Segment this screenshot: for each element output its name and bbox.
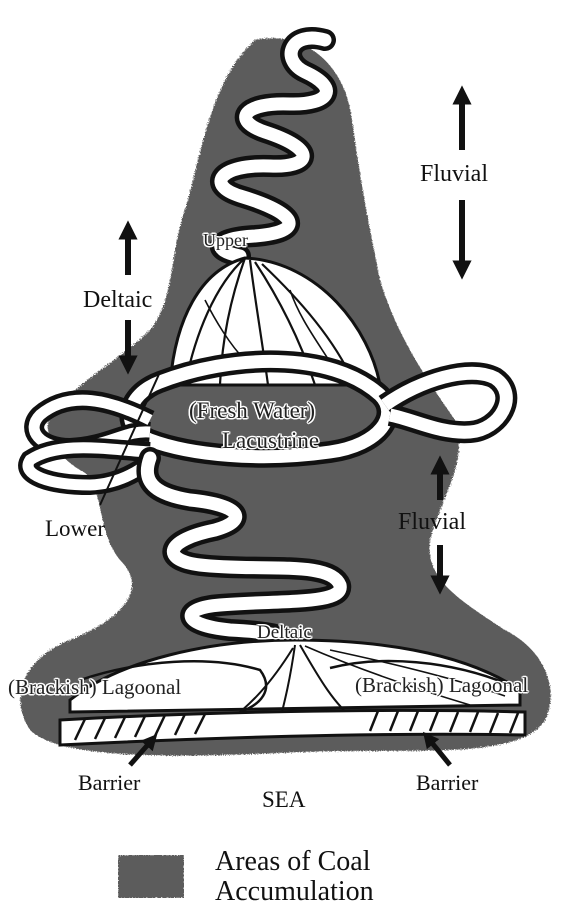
coal-legend-swatch <box>118 855 184 898</box>
deltaic-left-label: Deltaic <box>83 288 152 312</box>
sea-label: SEA <box>262 788 305 811</box>
brackish-right-label: (Brackish) Lagoonal <box>355 675 528 696</box>
fluvial-top-label: Fluvial <box>420 162 488 186</box>
legend-line-1: Areas of Coal <box>215 848 371 876</box>
lower-label: Lower <box>45 517 105 540</box>
lacustrine-label: Lacustrine <box>222 429 319 452</box>
brackish-left-label: (Brackish) Lagoonal <box>8 677 181 698</box>
fresh-water-label: (Fresh Water) <box>189 399 315 422</box>
upper-label: Upper <box>203 231 248 249</box>
legend-line-2: Accumulation <box>215 878 374 906</box>
fluvial-mid-label: Fluvial <box>398 510 466 534</box>
barrier-left-label: Barrier <box>78 772 140 794</box>
deltaic-bottom-label: Deltaic <box>257 623 312 642</box>
right-distributary-loop <box>385 373 506 432</box>
barrier-right-label: Barrier <box>416 772 478 794</box>
